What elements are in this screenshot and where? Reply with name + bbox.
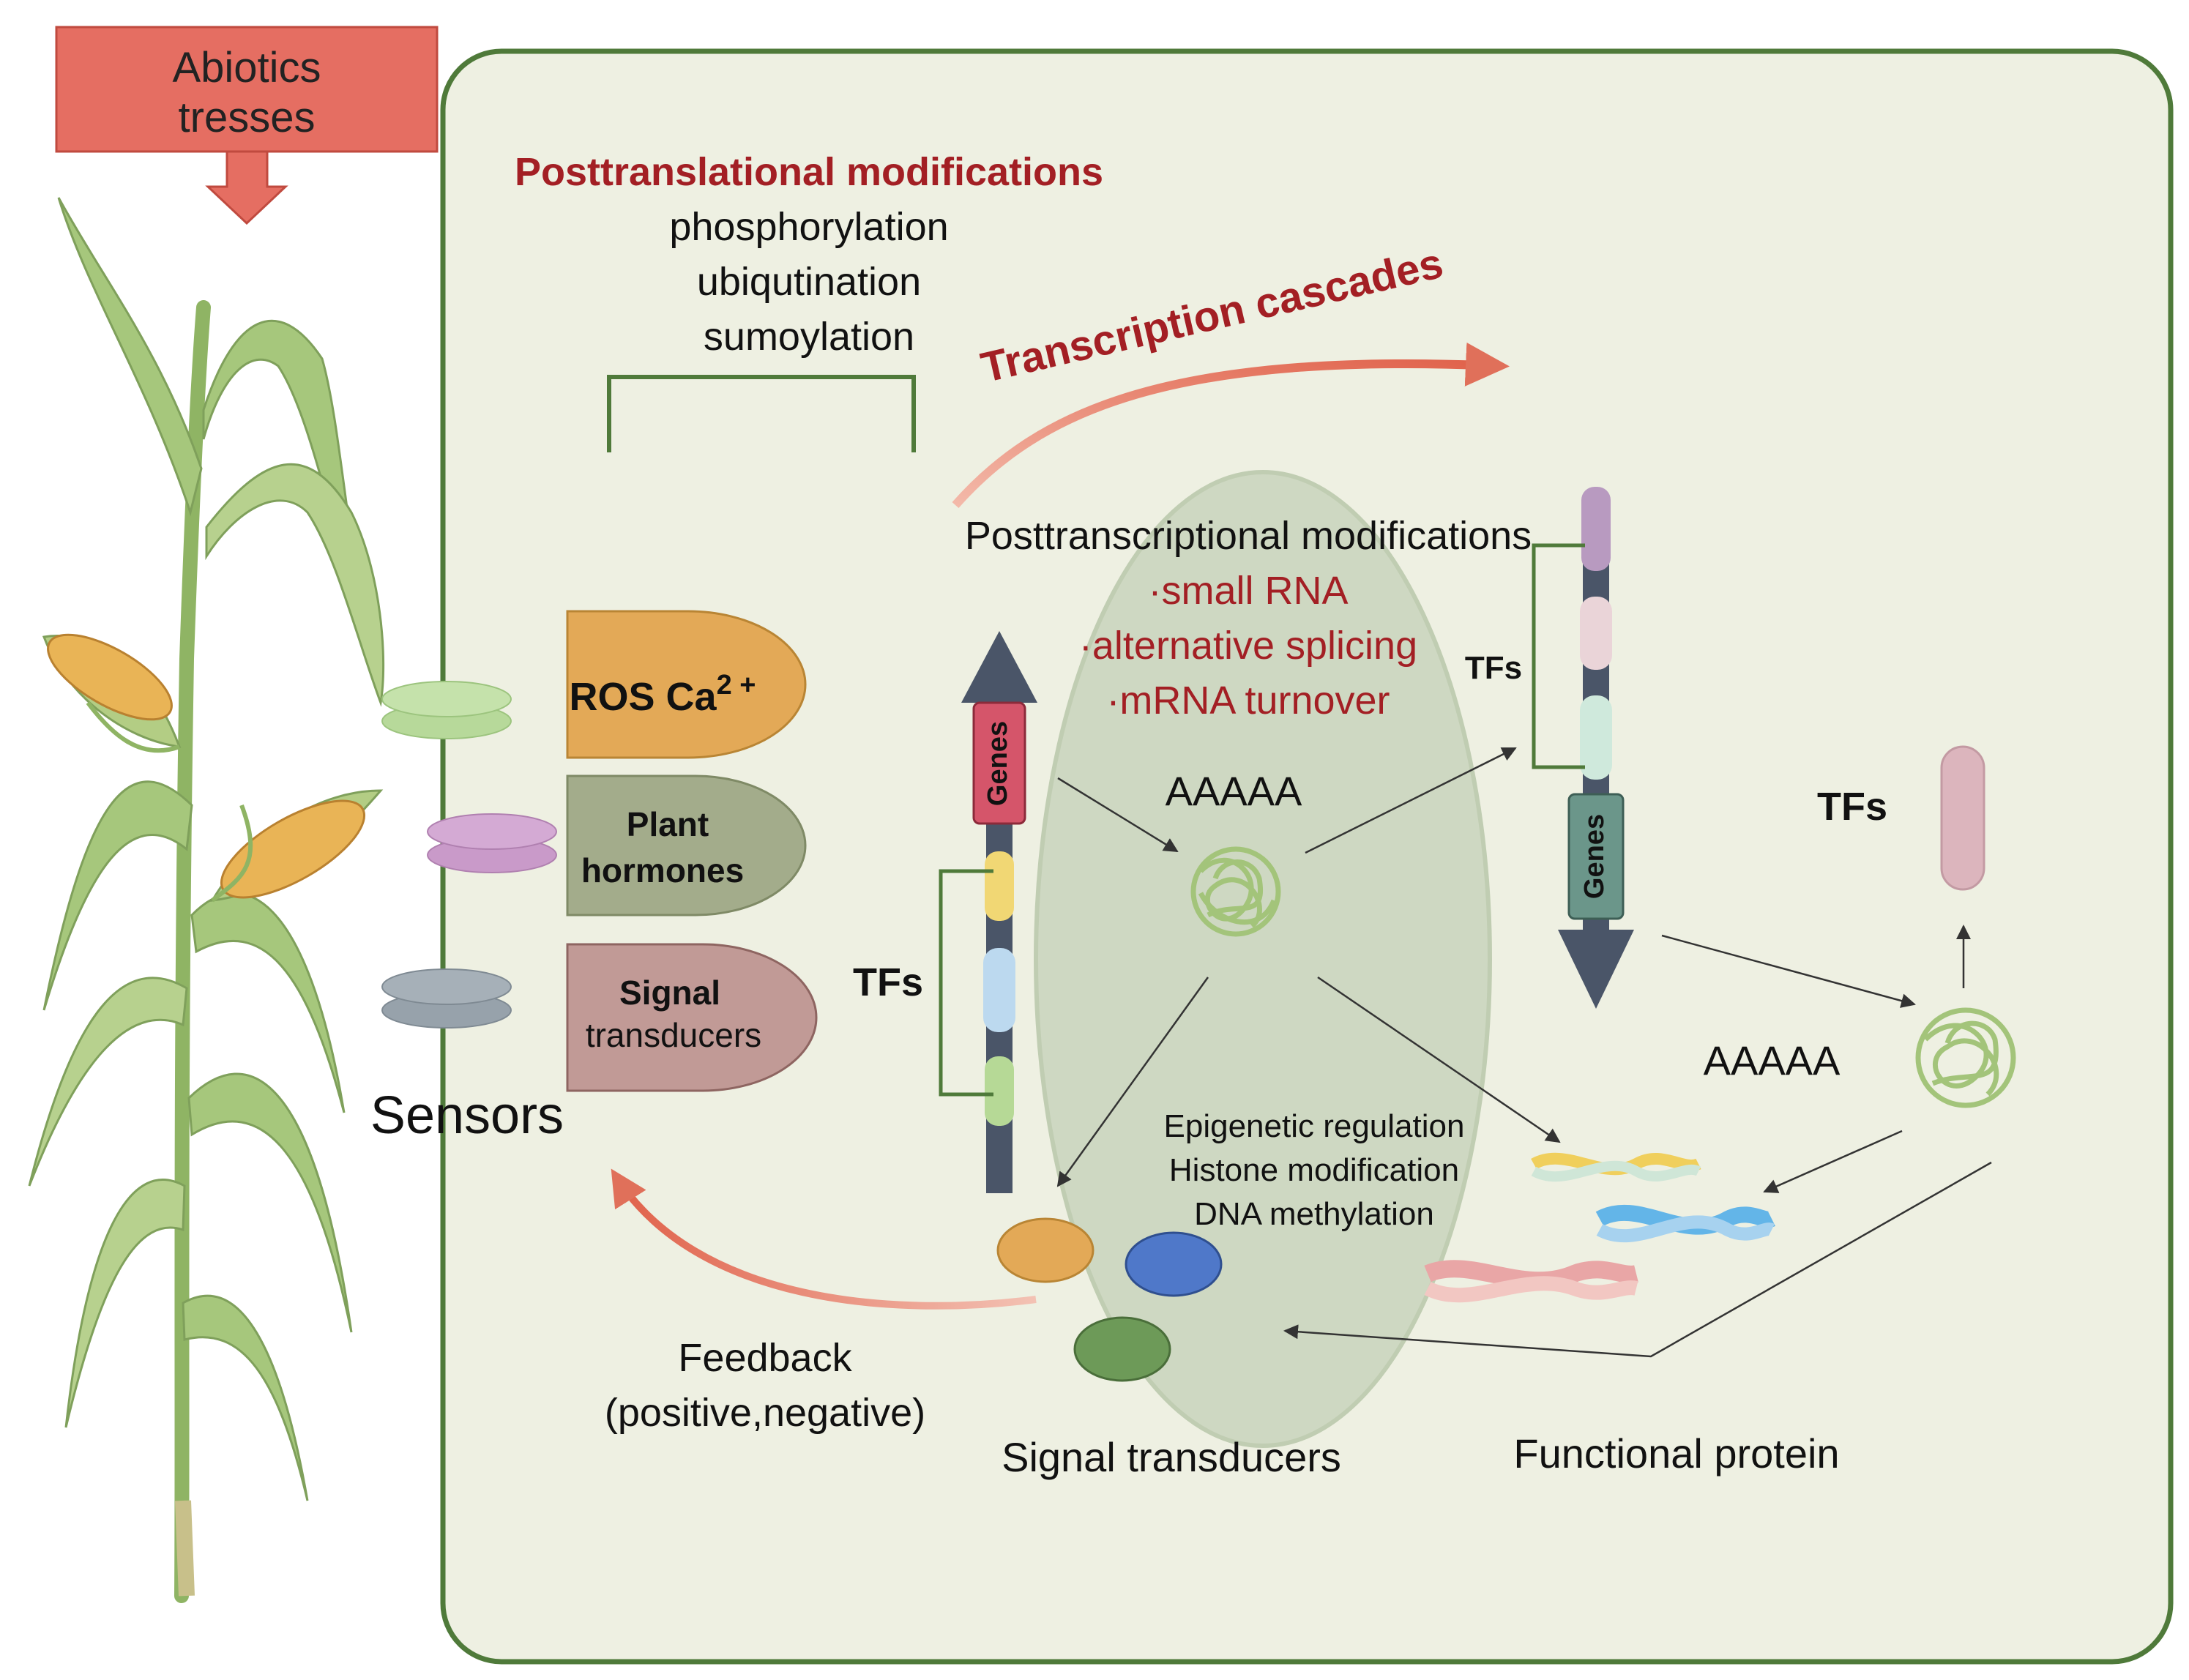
signal-transducers-label: Signal transducers [1002,1434,1341,1480]
arrow-functional-protein-to-transducers [1283,1161,1992,1358]
gene-column-right: Genes [1558,487,1634,1009]
tf-protein-right [1940,745,1985,891]
maize-plant-illustration [28,197,385,1603]
ros-ca-label: ROS Ca [570,675,717,719]
arrow-mrna-to-dna-right [1763,1130,1903,1193]
tfs-bracket-right [1532,543,1585,769]
mrna-coil-right [1915,1007,2016,1108]
ptm-item-2: sumoylation [704,315,914,359]
post-transcriptional-title: Posttranscriptional modifications [965,514,1532,558]
ptm-bracket [607,375,916,452]
svg-text:ROS Ca2 +: ROS Ca2 + [570,670,756,719]
gene-column-left: Genes [961,631,1037,1193]
transducers-label-line2: transducers [586,1016,761,1054]
epigenetic-item-1: Histone modification [1169,1152,1459,1188]
arrow-genes-to-mrna [1057,777,1179,853]
ptm-item-1: ubiqutination [697,260,921,304]
genes-label-left: Genes [982,721,1013,806]
hormones-label-line2: hormones [581,851,744,889]
stress-label-line2: tresses [179,94,316,141]
ptm-title: Posttranslational modifications [515,150,1103,194]
arrow-mrna-to-dna [1317,976,1561,1143]
sensor-purple [427,813,557,873]
transducer-blob-green [1073,1316,1171,1382]
sensor-grey [381,968,512,1028]
transcription-cascade-arrow [952,342,1510,508]
dna-helix-3 [1424,1260,1638,1303]
tfs-label-left: TFs [853,960,923,1004]
arrow-mrna-to-tfs [1305,747,1517,854]
ros-ca-signal: ROS Ca2 + [566,610,807,759]
functional-protein-label: Functional protein [1513,1430,1839,1476]
feedback-label-line1: Feedback [678,1336,852,1380]
dna-helix-1 [1531,1152,1701,1182]
corn-ear-lower [210,789,384,903]
feedback-arrow [611,1168,1037,1310]
dna-helix-2 [1595,1204,1775,1243]
connector-arrows [1056,747,1992,1358]
epigenetic-item-2: DNA methylation [1194,1196,1434,1232]
tfs-label-far-right: TFs [1817,785,1887,829]
mrna-coil-center [1190,846,1281,937]
ptm-item-0: phosphorylation [669,205,948,249]
signal-transducers-signal: Signal transducers [566,943,818,1092]
sensors-label: Sensors [370,1086,564,1145]
genes-label-right: Genes [1579,814,1610,899]
feedback-label-line2: (positive,negative) [605,1391,925,1435]
epigenetic-item-0: Epigenetic regulation [1164,1108,1465,1144]
post-transcriptional-item-1: ·alternative splicing [1079,624,1417,668]
stress-label-line1: Abiotics [172,44,321,92]
tfs-label-right: TFs [1465,650,1522,686]
abiotic-stress-box: Abiotics tresses [55,26,439,225]
polya-label-right: AAAAA [1704,1037,1841,1083]
post-transcriptional-item-0: ·small RNA [1148,569,1348,613]
sensor-green [381,681,512,739]
polya-label-center: AAAAA [1166,768,1302,814]
stress-down-arrow [205,150,288,225]
hormones-label-line1: Plant [627,805,709,843]
transducers-label-line1: Signal [619,974,720,1012]
nucleus [1034,470,1492,1448]
tfs-bracket-left [939,869,993,1097]
transducer-blob-blue [1125,1231,1223,1297]
corn-ear-upper [42,633,182,753]
arrow-mrna-to-transducers [1056,977,1209,1187]
plant-hormones-signal: Plant hormones [566,774,807,916]
post-transcriptional-item-2: ·mRNA turnover [1106,679,1390,723]
ros-ca-superscript: 2 + [717,670,756,701]
transducer-blob-orange [996,1217,1094,1283]
arrow-genes-to-mrna-right [1661,934,1916,1008]
